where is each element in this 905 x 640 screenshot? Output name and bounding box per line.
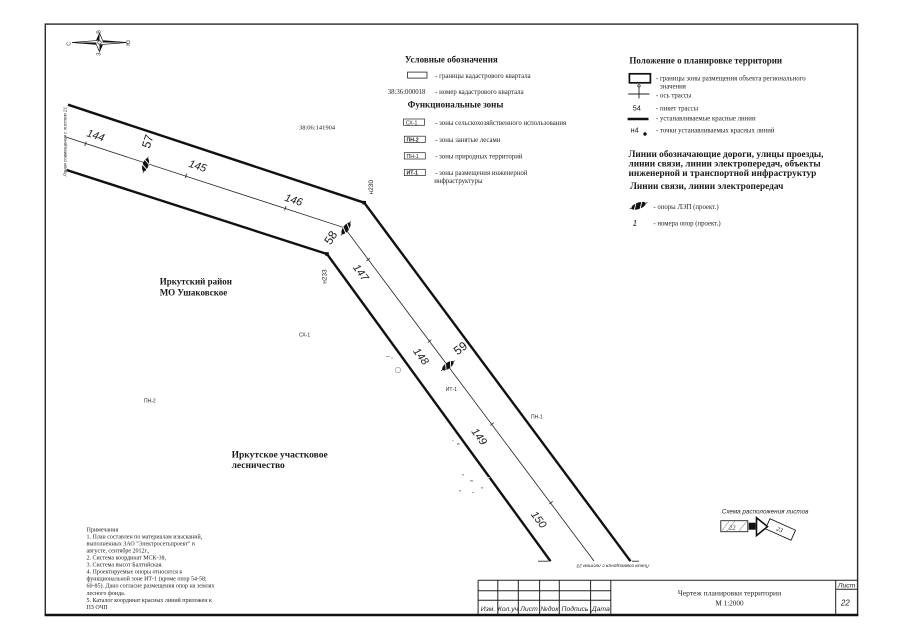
svg-text:выполненных ЗАО "Электросетьпр: выполненных ЗАО "Электросетьпроект" в [87,542,195,548]
svg-text:инженерной и транспортной инфр: инженерной и транспортной инфраструктур [629,168,817,179]
svg-text:- ось трассы: - ось трассы [656,93,692,100]
svg-text:Линия совмещения с листом 23: Линия совмещения с листом 23 [576,563,650,569]
svg-text:4. Проектируемые опоры относят: 4. Проектируемые опоры относятся к [87,570,183,576]
svg-text:Примечания: Примечания [87,528,119,534]
svg-text:- номер кадастрового квартала: - номер кадастрового квартала [435,89,523,96]
svg-text:ИТ-1: ИТ-1 [407,171,419,177]
svg-text:Условные обозначения: Условные обозначения [405,55,498,65]
svg-text:МО Ушаковское: МО Ушаковское [160,288,228,298]
svg-text:ПН-1: ПН-1 [531,415,543,421]
svg-text:Положение о планировке террито: Положение о планировке территории [629,56,782,66]
svg-text:н233: н233 [322,269,329,284]
svg-text:- номера опор (проект.): - номера опор (проект.) [653,220,720,227]
svg-text:значения: значения [660,84,686,91]
svg-text:- зоны размещения инженерной: - зоны размещения инженерной [435,170,528,177]
svg-text:ПЗ ОЧП: ПЗ ОЧП [87,605,109,611]
svg-text:н4: н4 [631,126,639,135]
svg-text:144: 144 [85,127,106,144]
svg-text:Линия совмещения с листом 21: Линия совмещения с листом 21 [63,107,68,178]
svg-text:38:06:141904: 38:06:141904 [299,125,336,132]
svg-text:1: 1 [633,219,637,228]
svg-text:Лист: Лист [837,583,856,590]
svg-text:Функциональные зоны: Функциональные зоны [408,100,504,110]
svg-text:лесничество: лесничество [232,461,285,471]
svg-text:- устанавливаемые красные лини: - устанавливаемые красные линии [656,116,756,123]
svg-text:Дата: Дата [591,606,610,613]
svg-text:- границы зоны размещения объе: - границы зоны размещения объекта регион… [656,76,806,83]
svg-text:22: 22 [729,525,736,532]
svg-text:ПН-1: ПН-1 [407,154,419,160]
svg-text:- зоны природных территорий: - зоны природных территорий [435,154,523,161]
svg-text:145: 145 [187,158,209,175]
svg-text:СХ-1: СХ-1 [299,333,310,339]
svg-text:Иркутское участковое: Иркутское участковое [232,451,328,461]
svg-text:Схема расположения листов: Схема расположения листов [722,508,809,515]
svg-text:Кол.уч: Кол.уч [498,606,519,613]
svg-text:ПН-2: ПН-2 [144,399,156,405]
svg-text:57: 57 [139,133,157,150]
svg-text:23: 23 [775,526,784,535]
svg-text:3. Система высот Балтийская.: 3. Система высот Балтийская. [87,562,164,569]
svg-text:функциональной зоне ИТ-1 (кром: функциональной зоне ИТ-1 (кроме опор 54-… [87,576,208,583]
svg-text:инфраструктуры: инфраструктуры [434,178,483,185]
svg-text:СХ-1: СХ-1 [406,120,418,126]
svg-text:лесного фонда.: лесного фонда. [87,590,126,597]
svg-text:Линии связи, линии электропере: Линии связи, линии электропередач [630,182,783,192]
svg-text:линии связи, линии электропере: линии связи, линии электропередач, объек… [629,159,822,170]
svg-text:Иркутский район: Иркутский район [160,277,232,287]
svg-text:В: В [97,30,103,34]
svg-text:ИТ-1: ИТ-1 [446,387,457,393]
svg-text:146: 146 [283,192,304,209]
svg-text:- пикет трассы: - пикет трассы [656,105,699,112]
svg-text:Линии обозначающие дороги, ули: Линии обозначающие дороги, улицы проезды… [629,149,824,160]
svg-text:М 1:2000: М 1:2000 [715,600,744,608]
svg-text:№док: №док [540,605,559,613]
svg-text:- опоры ЛЭП (проект.): - опоры ЛЭП (проект.) [653,204,718,211]
svg-text:З: З [96,52,102,56]
svg-text:- зоны занятые лесами: - зоны занятые лесами [435,137,501,144]
svg-text:2. Система координат МСК-38,: 2. Система координат МСК-38, [87,556,167,562]
svg-text:Подпись: Подпись [562,605,589,613]
svg-text:Изм.: Изм. [481,606,496,613]
svg-text:Ю: Ю [126,40,132,46]
svg-text:38:36:000018: 38:36:000018 [388,89,426,96]
svg-text:- границы кадастрового квартал: - границы кадастрового квартала [435,73,530,80]
svg-text:августе, сентябре 2012г.,: августе, сентябре 2012г., [87,548,150,555]
svg-text:Чертеж планировки территории: Чертеж планировки территории [678,589,781,598]
svg-text:н230: н230 [368,180,375,195]
svg-text:Лист: Лист [519,606,538,613]
svg-text:С: С [67,42,73,46]
svg-text:5. Каталог координат красных л: 5. Каталог координат красных линий прило… [87,597,212,604]
svg-text:- точки устанавливаемых красны: - точки устанавливаемых красных линий [656,128,775,135]
svg-text:- зоны сельскохозяйственного и: - зоны сельскохозяйственного использован… [435,120,566,127]
svg-text:1. План составлен по материала: 1. План составлен по материалам изыскани… [87,534,203,541]
svg-text:60-85). Дано согласие размещен: 60-85). Дано согласие размещения опор на… [87,583,215,590]
svg-text:ПН-2: ПН-2 [407,138,419,144]
svg-text:22: 22 [840,598,850,607]
svg-text:54: 54 [633,104,641,113]
